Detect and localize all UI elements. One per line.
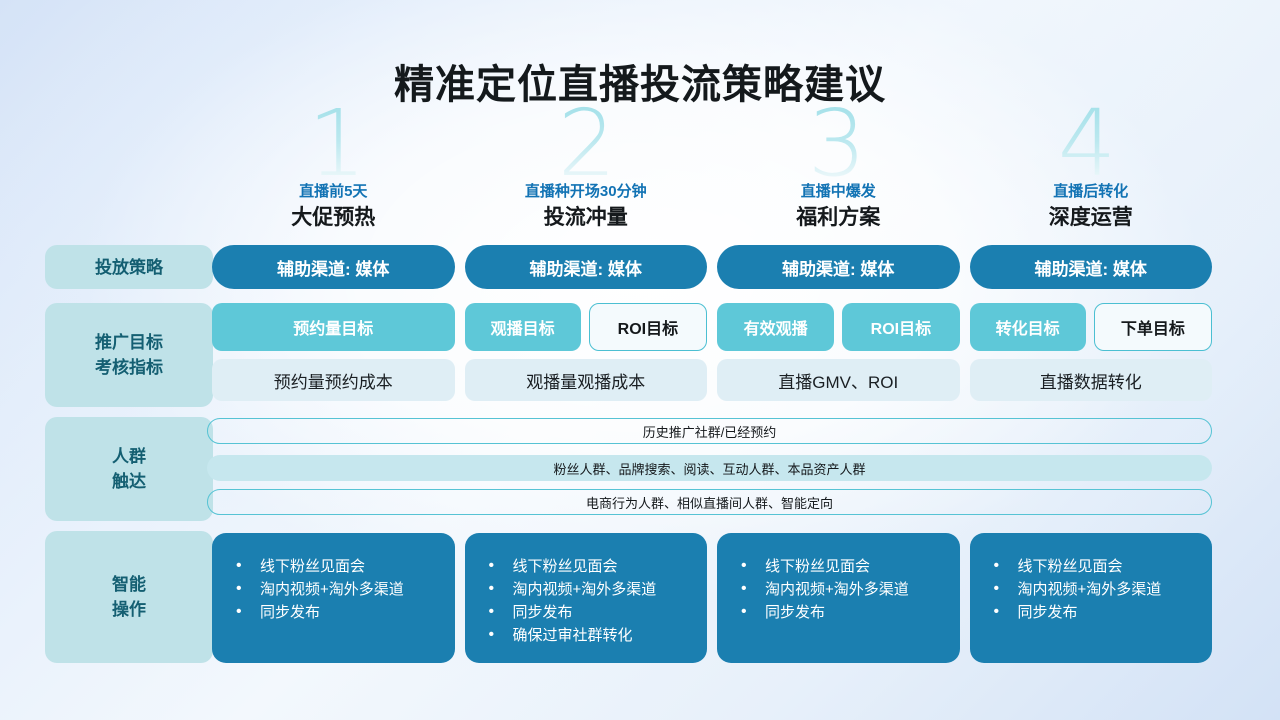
action-item: 同步发布 <box>234 600 441 624</box>
column-name-label: 福利方案 <box>796 206 881 229</box>
rail-label-text-line1: 人群 <box>112 447 146 466</box>
channel-cell-4: 辅助渠道: 媒体 <box>969 245 1212 289</box>
action-item: 同步发布 <box>739 600 946 624</box>
action-card-1[interactable]: 线下粉丝见面会 淘内视频+淘外多渠道 同步发布 <box>212 533 455 663</box>
action-card-4[interactable]: 线下粉丝见面会 淘内视频+淘外多渠道 同步发布 <box>969 533 1212 663</box>
action-list: 线下粉丝见面会 淘内视频+淘外多渠道 同步发布 <box>739 554 946 624</box>
column-header-1: 直播前5天 大促预热 <box>212 182 455 232</box>
rail-label-text-line1: 推广目标 <box>95 333 163 352</box>
goals-row: 预约量目标 观播目标 ROI目标 有效观播 ROI目标 转化目标 下单目标 <box>212 303 1212 351</box>
action-item: 确保过审社群转化 <box>487 623 694 647</box>
ghost-number-2: 2 <box>462 96 712 196</box>
channel-pill[interactable]: 辅助渠道: 媒体 <box>212 245 455 289</box>
audience-bar-fans-brand[interactable]: 粉丝人群、品牌搜索、阅读、互动人群、本品资产人群 <box>207 455 1212 481</box>
goals-cell-2: 观播目标 ROI目标 <box>464 303 707 351</box>
ghost-number-row: 1 2 3 4 <box>212 96 1212 196</box>
actions-row: 线下粉丝见面会 淘内视频+淘外多渠道 同步发布 线下粉丝见面会 淘内视频+淘外多… <box>212 533 1212 663</box>
ghost-number-1: 1 <box>212 96 462 196</box>
column-name-label: 深度运营 <box>1048 206 1133 229</box>
audience-bar-ecommerce-behavior[interactable]: 电商行为人群、相似直播间人群、智能定向 <box>207 489 1212 515</box>
audience-bar-historical[interactable]: 历史推广社群/已经预约 <box>207 418 1212 444</box>
goal-badge[interactable]: 转化目标 <box>969 303 1086 351</box>
action-item: 淘内视频+淘外多渠道 <box>234 577 441 601</box>
rail-label-text-line1: 智能 <box>112 575 146 594</box>
metrics-cell-2: 观播量观播成本 <box>464 359 707 401</box>
action-item: 同步发布 <box>992 600 1199 624</box>
channel-pill[interactable]: 辅助渠道: 媒体 <box>717 245 960 289</box>
rail-label-promotion-goals: 推广目标 考核指标 <box>45 303 213 407</box>
rail-label-smart-operations: 智能 操作 <box>45 531 213 663</box>
metric-bar: 直播GMV、ROI <box>717 359 960 401</box>
column-phase-label: 直播中爆发 <box>800 183 876 200</box>
ghost-number-4: 4 <box>962 96 1212 196</box>
goal-badge[interactable]: 观播目标 <box>464 303 581 351</box>
rail-label-audience-reach: 人群 触达 <box>45 417 213 521</box>
goals-cell-4: 转化目标 下单目标 <box>969 303 1212 351</box>
column-phase-label: 直播前5天 <box>299 183 368 200</box>
metrics-row: 预约量预约成本 观播量观播成本 直播GMV、ROI 直播数据转化 <box>212 359 1212 401</box>
channel-cell-3: 辅助渠道: 媒体 <box>717 245 960 289</box>
action-card-2[interactable]: 线下粉丝见面会 淘内视频+淘外多渠道 同步发布 确保过审社群转化 <box>464 533 707 663</box>
channel-pill[interactable]: 辅助渠道: 媒体 <box>969 245 1212 289</box>
action-item: 线下粉丝见面会 <box>234 554 441 578</box>
rail-label-text-line2: 触达 <box>112 472 146 491</box>
action-list: 线下粉丝见面会 淘内视频+淘外多渠道 同步发布 <box>992 554 1199 624</box>
goal-badge[interactable]: 有效观播 <box>717 303 835 351</box>
channel-cell-2: 辅助渠道: 媒体 <box>464 245 707 289</box>
goal-badge[interactable]: 下单目标 <box>1093 303 1212 351</box>
goal-badge[interactable]: 预约量目标 <box>212 303 455 351</box>
goals-cell-3: 有效观播 ROI目标 <box>717 303 960 351</box>
action-item: 线下粉丝见面会 <box>487 554 694 578</box>
channel-cell-1: 辅助渠道: 媒体 <box>212 245 455 289</box>
channel-pill[interactable]: 辅助渠道: 媒体 <box>464 245 707 289</box>
metrics-cell-4: 直播数据转化 <box>969 359 1212 401</box>
rail-label-delivery-strategy: 投放策略 <box>45 245 213 289</box>
rail-label-text-line2: 考核指标 <box>95 358 163 377</box>
action-list: 线下粉丝见面会 淘内视频+淘外多渠道 同步发布 <box>234 554 441 624</box>
rail-label-text-line2: 操作 <box>112 600 146 619</box>
action-item: 线下粉丝见面会 <box>739 554 946 578</box>
action-item: 线下粉丝见面会 <box>992 554 1199 578</box>
rail-label-text: 投放策略 <box>95 257 163 277</box>
column-name-label: 投流冲量 <box>543 206 628 229</box>
action-item: 同步发布 <box>487 600 694 624</box>
action-card-3[interactable]: 线下粉丝见面会 淘内视频+淘外多渠道 同步发布 <box>717 533 960 663</box>
ghost-number-3: 3 <box>712 96 962 196</box>
action-item: 淘内视频+淘外多渠道 <box>739 577 946 601</box>
goal-badge[interactable]: ROI目标 <box>842 303 960 351</box>
goals-cell-1: 预约量目标 <box>212 303 455 351</box>
metrics-cell-3: 直播GMV、ROI <box>717 359 960 401</box>
action-item: 淘内视频+淘外多渠道 <box>487 577 694 601</box>
channel-row: 辅助渠道: 媒体 辅助渠道: 媒体 辅助渠道: 媒体 辅助渠道: 媒体 <box>212 245 1212 289</box>
column-header-4: 直播后转化 深度运营 <box>970 182 1213 232</box>
column-name-label: 大促预热 <box>291 206 376 229</box>
page-title: 精准定位直播投流策略建议 <box>394 63 886 107</box>
metric-bar: 直播数据转化 <box>969 359 1212 401</box>
metric-bar: 观播量观播成本 <box>464 359 707 401</box>
column-header-3: 直播中爆发 福利方案 <box>717 182 960 232</box>
column-header-row: 直播前5天 大促预热 直播种开场30分钟 投流冲量 直播中爆发 福利方案 直播后… <box>212 182 1212 232</box>
action-item: 淘内视频+淘外多渠道 <box>992 577 1199 601</box>
column-phase-label: 直播种开场30分钟 <box>524 183 647 200</box>
goal-badge[interactable]: ROI目标 <box>588 303 707 351</box>
action-list: 线下粉丝见面会 淘内视频+淘外多渠道 同步发布 确保过审社群转化 <box>487 554 694 647</box>
metrics-cell-1: 预约量预约成本 <box>212 359 455 401</box>
column-phase-label: 直播后转化 <box>1053 183 1129 200</box>
column-header-2: 直播种开场30分钟 投流冲量 <box>465 182 708 232</box>
metric-bar: 预约量预约成本 <box>212 359 455 401</box>
